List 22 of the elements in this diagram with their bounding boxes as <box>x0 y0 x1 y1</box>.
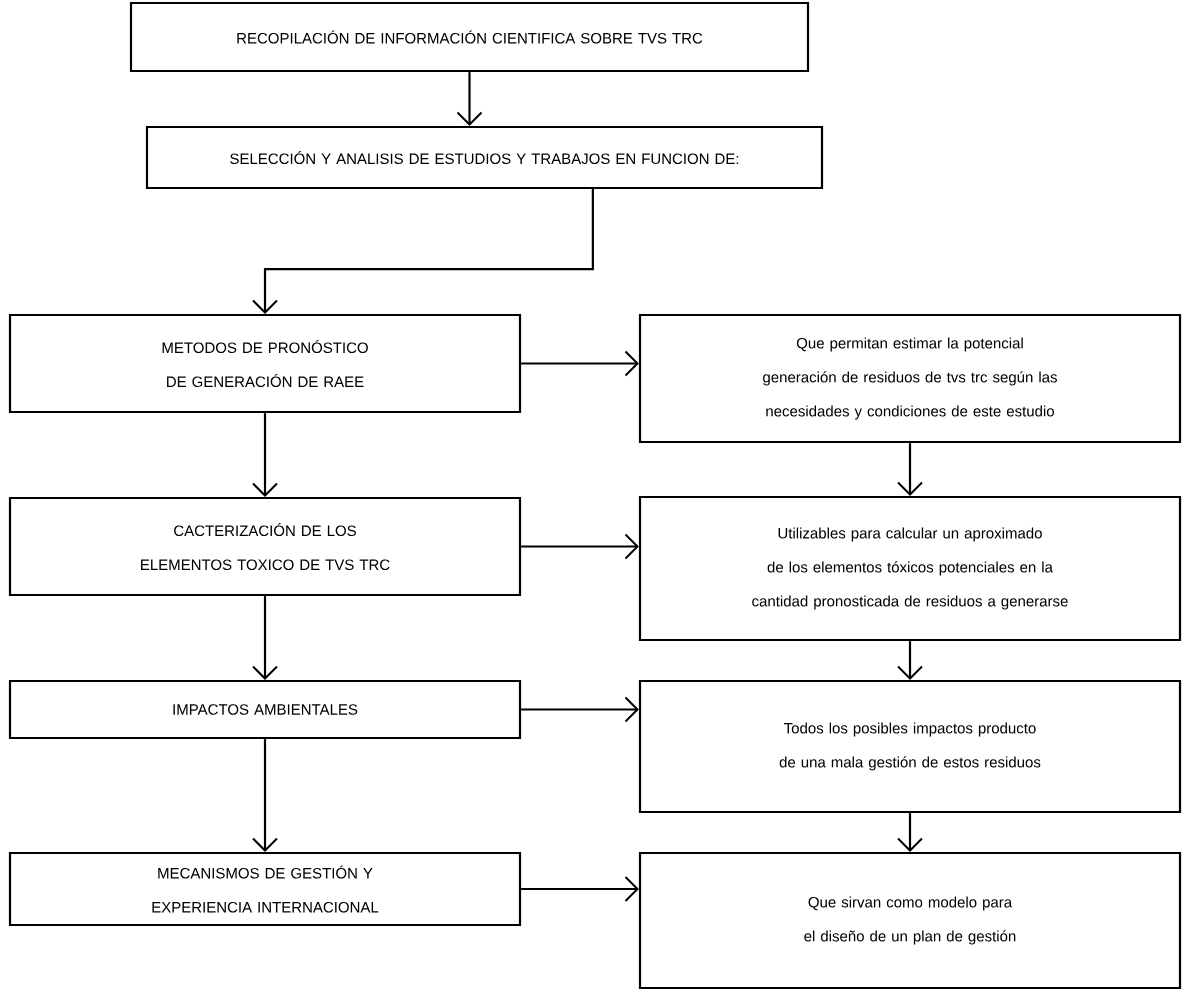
arrow <box>897 443 923 496</box>
process-box: MECANISMOS DE GESTIÓN Y EXPERIENCIA INTERNACIONAL <box>8 851 522 927</box>
arrow <box>252 739 278 852</box>
arrow <box>897 813 923 852</box>
arrow <box>252 189 594 314</box>
arrow <box>521 533 639 560</box>
process-box: CACTERIZACIÓN DE LOS ELEMENTOS TOXICO DE TVS TRC <box>8 496 522 597</box>
arrow <box>897 641 923 680</box>
process-box: Todos los posibles impactos producto de una mala gestión de estos residuos <box>638 679 1182 814</box>
process-box: Que permitan estimar la potencial generación de residuos de tvs trc según las necesidades y condiciones de este estudio <box>638 313 1182 444</box>
arrow <box>252 596 278 680</box>
arrow <box>521 696 639 723</box>
process-box: Que sirvan como modelo para el diseño de un plan de gestión <box>638 851 1182 990</box>
process-box: Utilizables para calcular un aproximado de los elementos tóxicos potenciales en la cantidad pronosticada de residuos a generarse <box>638 495 1182 642</box>
process-box: METODOS DE PRONÓSTICO DE GENERACIÓN DE RAEE <box>8 313 522 414</box>
process-box: RECOPILACIÓN DE INFORMACIÓN CIENTIFICA SOBRE TVS TRC <box>129 1 810 73</box>
arrow <box>252 413 278 497</box>
arrow <box>521 876 639 902</box>
arrow <box>521 350 639 377</box>
process-box: SELECCIÓN Y ANALISIS DE ESTUDIOS Y TRABAJOS EN FUNCION DE: <box>145 125 824 190</box>
arrow <box>456 72 483 126</box>
process-box: IMPACTOS AMBIENTALES <box>8 679 522 740</box>
